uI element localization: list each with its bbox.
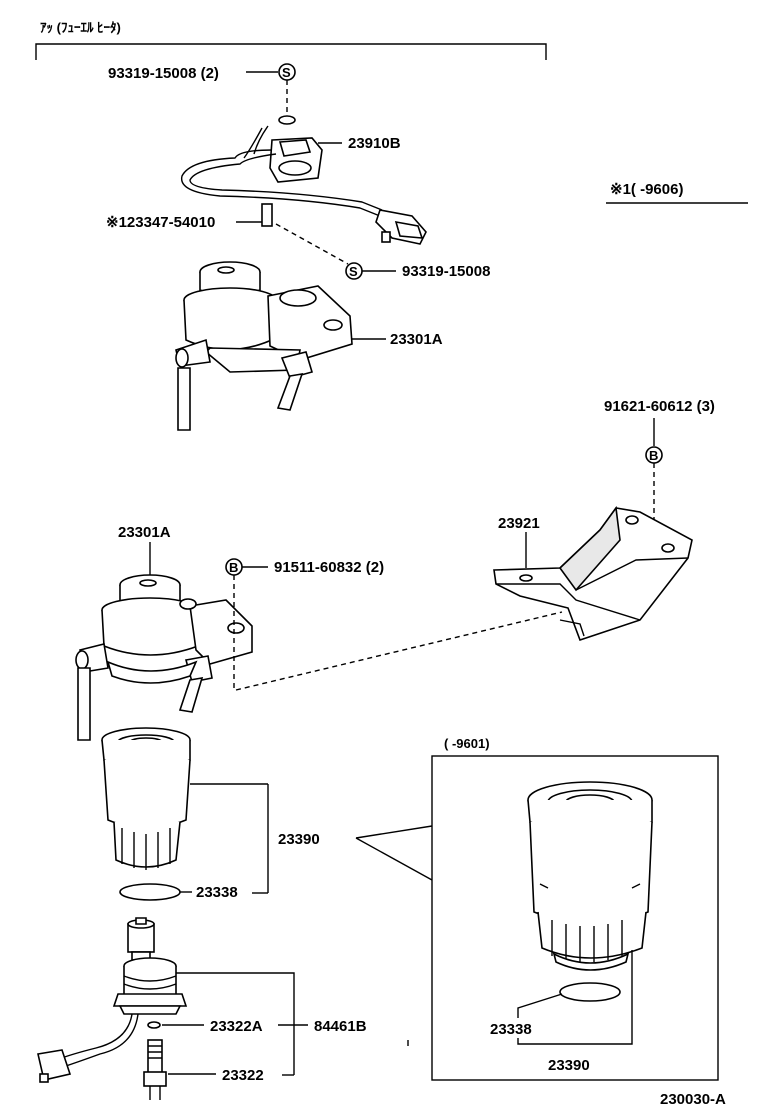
leader-inset-gasket: [517, 993, 563, 1018]
label-bolt-mid: 93319-15008: [402, 263, 490, 280]
label-bolt-top: 93319-15008 (2): [108, 65, 219, 82]
gasket-inset: [559, 982, 621, 1002]
oring-part: [147, 1021, 161, 1029]
label-housing-top: 23301A: [390, 331, 443, 348]
bracket-switch-assy: [176, 972, 295, 1075]
label-bolt-right: 91621-60612 (3): [604, 398, 715, 415]
housing-mid: [75, 574, 253, 741]
clip-part: [261, 203, 273, 227]
sensor-assembly: [181, 125, 427, 245]
b-marker-right: B: [645, 446, 663, 464]
inset-title: ( -9601): [444, 736, 490, 751]
label-inset-filter: 23390: [548, 1057, 590, 1074]
label-bolt-housing: 91511-60832 (2): [274, 559, 384, 576]
diagram-title: ｱｯ (ﾌｭｰｴﾙ ﾋｰﾀ): [40, 20, 121, 35]
svg-text:B: B: [649, 448, 658, 463]
bolt-top: [278, 115, 296, 125]
label-clip: ※123347-54010: [106, 214, 215, 231]
note-label: ※1( -9606): [610, 181, 683, 198]
b-marker-housing: B: [225, 558, 243, 576]
bracket-part: [493, 505, 693, 642]
housing-top: [175, 261, 353, 431]
label-oring: 23322A: [210, 1018, 263, 1035]
header-bracket: [35, 43, 547, 60]
filter-inset: [527, 781, 653, 971]
label-bracket: 23921: [498, 515, 540, 532]
label-switch-assy: 84461B: [314, 1018, 367, 1035]
label-inset-gasket: 23338: [490, 1021, 532, 1038]
label-filter: 23390: [278, 831, 320, 848]
svg-text:S: S: [349, 264, 358, 279]
sensor-part: [143, 1039, 167, 1100]
label-gasket: 23338: [196, 884, 238, 901]
label-sensor: 23910B: [348, 135, 401, 152]
leader-clip-dashed: [275, 223, 349, 265]
svg-text:B: B: [229, 560, 238, 575]
dashed-bracket-to-housing: [235, 611, 563, 691]
gasket-main: [119, 883, 181, 901]
s-marker-mid: S: [345, 262, 363, 280]
filter-main: [101, 727, 191, 870]
label-housing-mid: 23301A: [118, 524, 171, 541]
leader-inset-filter: [517, 950, 633, 1045]
svg-text:S: S: [282, 65, 291, 80]
callout-arrow: [355, 825, 433, 881]
label-switch: 23322: [222, 1067, 264, 1084]
inset-frame: [431, 755, 719, 1081]
footer-code: 230030-A: [660, 1091, 726, 1108]
switch-assembly: [37, 917, 188, 1083]
s-marker-top: S: [278, 63, 296, 81]
